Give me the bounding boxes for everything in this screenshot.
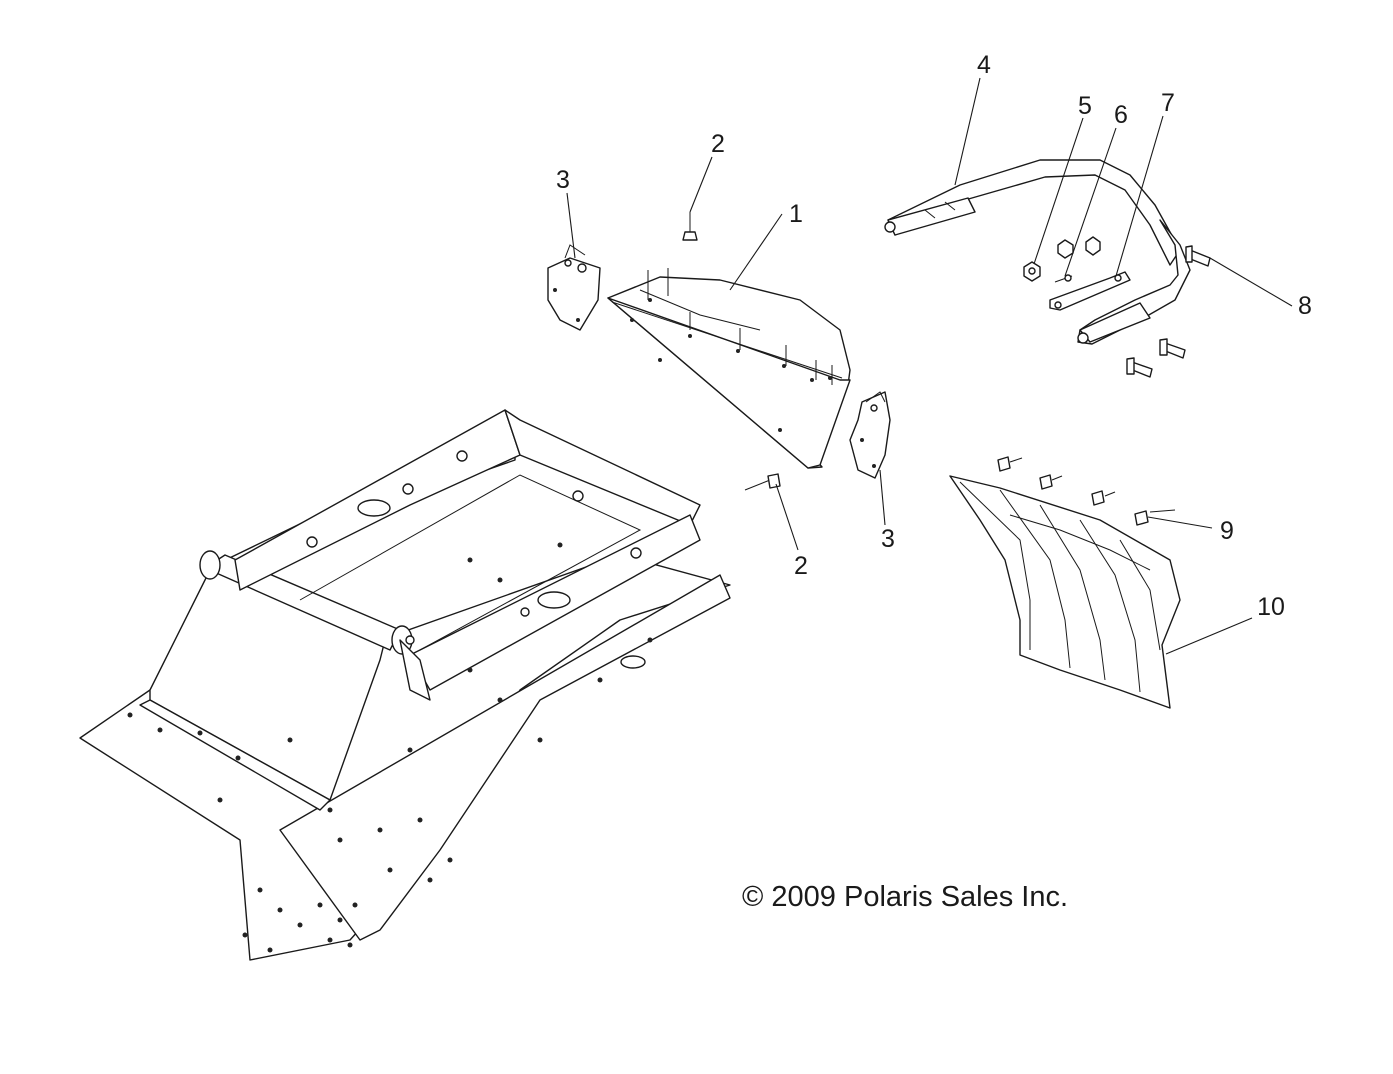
callout-2-bottom: 2 xyxy=(794,552,808,580)
leader-3-left xyxy=(566,192,576,259)
leader-1 xyxy=(729,213,783,291)
part-1-storage-lid xyxy=(607,268,851,469)
leader-2-top xyxy=(689,156,713,213)
callout-10: 10 xyxy=(1257,593,1285,621)
part-3-right-bracket xyxy=(849,391,891,479)
callout-2-top: 2 xyxy=(711,130,725,158)
leader-8 xyxy=(1209,257,1293,307)
tray-holes xyxy=(306,450,646,669)
callout-labels: 1 2 3 4 5 6 7 8 3 2 9 10 xyxy=(556,51,1312,621)
callout-8: 8 xyxy=(1298,292,1312,320)
part-6-fasteners xyxy=(1054,236,1101,283)
part-10-snow-flap xyxy=(949,475,1181,709)
leader-7 xyxy=(1115,115,1164,277)
leader-lines xyxy=(566,77,1293,655)
tunnel-rivets xyxy=(127,542,653,953)
leader-2-bottom xyxy=(775,483,799,551)
part-2-top-fastener xyxy=(682,212,698,241)
chassis-tunnel xyxy=(79,409,731,961)
callout-5: 5 xyxy=(1078,92,1092,120)
callout-3-right: 3 xyxy=(881,525,895,553)
leader-4 xyxy=(954,77,981,186)
leader-6 xyxy=(1064,127,1117,277)
part-4-grab-bar xyxy=(884,159,1191,345)
callout-4: 4 xyxy=(977,51,991,79)
leader-9 xyxy=(1147,516,1213,529)
callout-1: 1 xyxy=(789,200,803,228)
part-5-nut xyxy=(1023,261,1041,282)
callout-6: 6 xyxy=(1114,101,1128,129)
part-3-left-bracket xyxy=(547,244,601,331)
callout-9: 9 xyxy=(1220,517,1234,545)
leader-10 xyxy=(1165,617,1253,655)
callout-7: 7 xyxy=(1161,89,1175,117)
part-9-rivets xyxy=(997,456,1176,526)
callout-3-left: 3 xyxy=(556,166,570,194)
copyright-notice: © 2009 Polaris Sales Inc. xyxy=(742,881,1068,913)
leader-3-right xyxy=(879,469,886,526)
leader-5 xyxy=(1033,117,1084,265)
part-8-bolts xyxy=(1126,245,1211,378)
part-7-strap xyxy=(1049,271,1131,311)
part-2-lower-fastener xyxy=(744,473,781,491)
